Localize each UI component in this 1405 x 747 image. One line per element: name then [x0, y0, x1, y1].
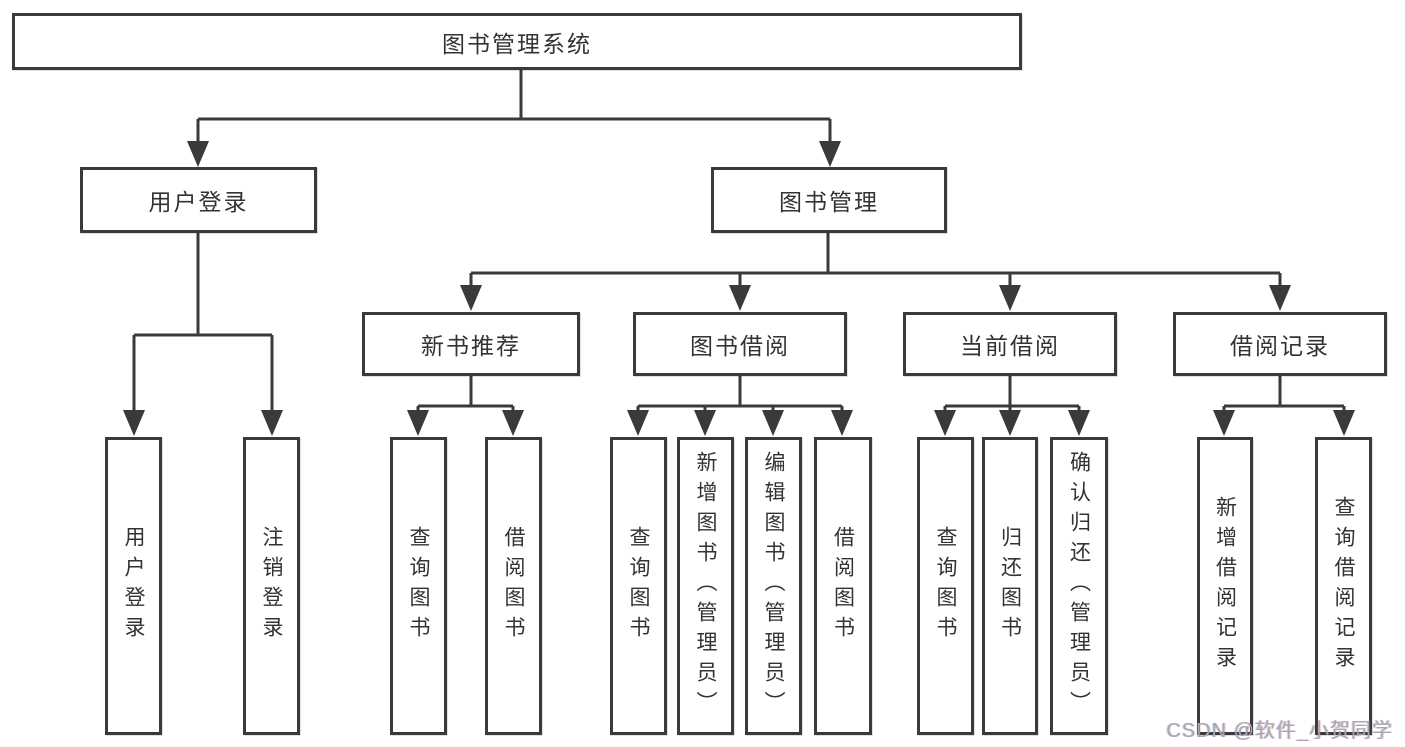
node-borrowing-records: 借阅记录: [1173, 312, 1387, 376]
leaf-query-books-recommend: 查询图书: [390, 437, 447, 735]
node-new-book-recommend: 新书推荐: [362, 312, 580, 376]
node-book-borrowing: 图书借阅: [633, 312, 847, 376]
leaf-add-book-admin: 新增图书（管理员）: [677, 437, 734, 735]
leaf-add-borrow-record: 新增借阅记录: [1197, 437, 1253, 735]
node-library-system: 图书管理系统: [12, 13, 1022, 70]
leaf-confirm-return-admin: 确认归还（管理员）: [1050, 437, 1108, 735]
leaf-borrow-books-recommend: 借阅图书: [485, 437, 542, 735]
leaf-return-books: 归还图书: [982, 437, 1038, 735]
leaf-query-books-current: 查询图书: [917, 437, 974, 735]
leaf-edit-book-admin: 编辑图书（管理员）: [745, 437, 802, 735]
node-current-borrowing: 当前借阅: [903, 312, 1117, 376]
leaf-logout: 注销登录: [243, 437, 300, 735]
csdn-watermark: CSDN @软件_小贺同学: [1166, 720, 1393, 742]
leaf-borrow-books-borrowing: 借阅图书: [814, 437, 872, 735]
leaf-user-login: 用户登录: [105, 437, 162, 735]
leaf-query-borrow-record: 查询借阅记录: [1315, 437, 1372, 735]
leaf-query-books-borrowing: 查询图书: [610, 437, 667, 735]
node-user-login: 用户登录: [80, 167, 317, 233]
node-book-management: 图书管理: [711, 167, 947, 233]
